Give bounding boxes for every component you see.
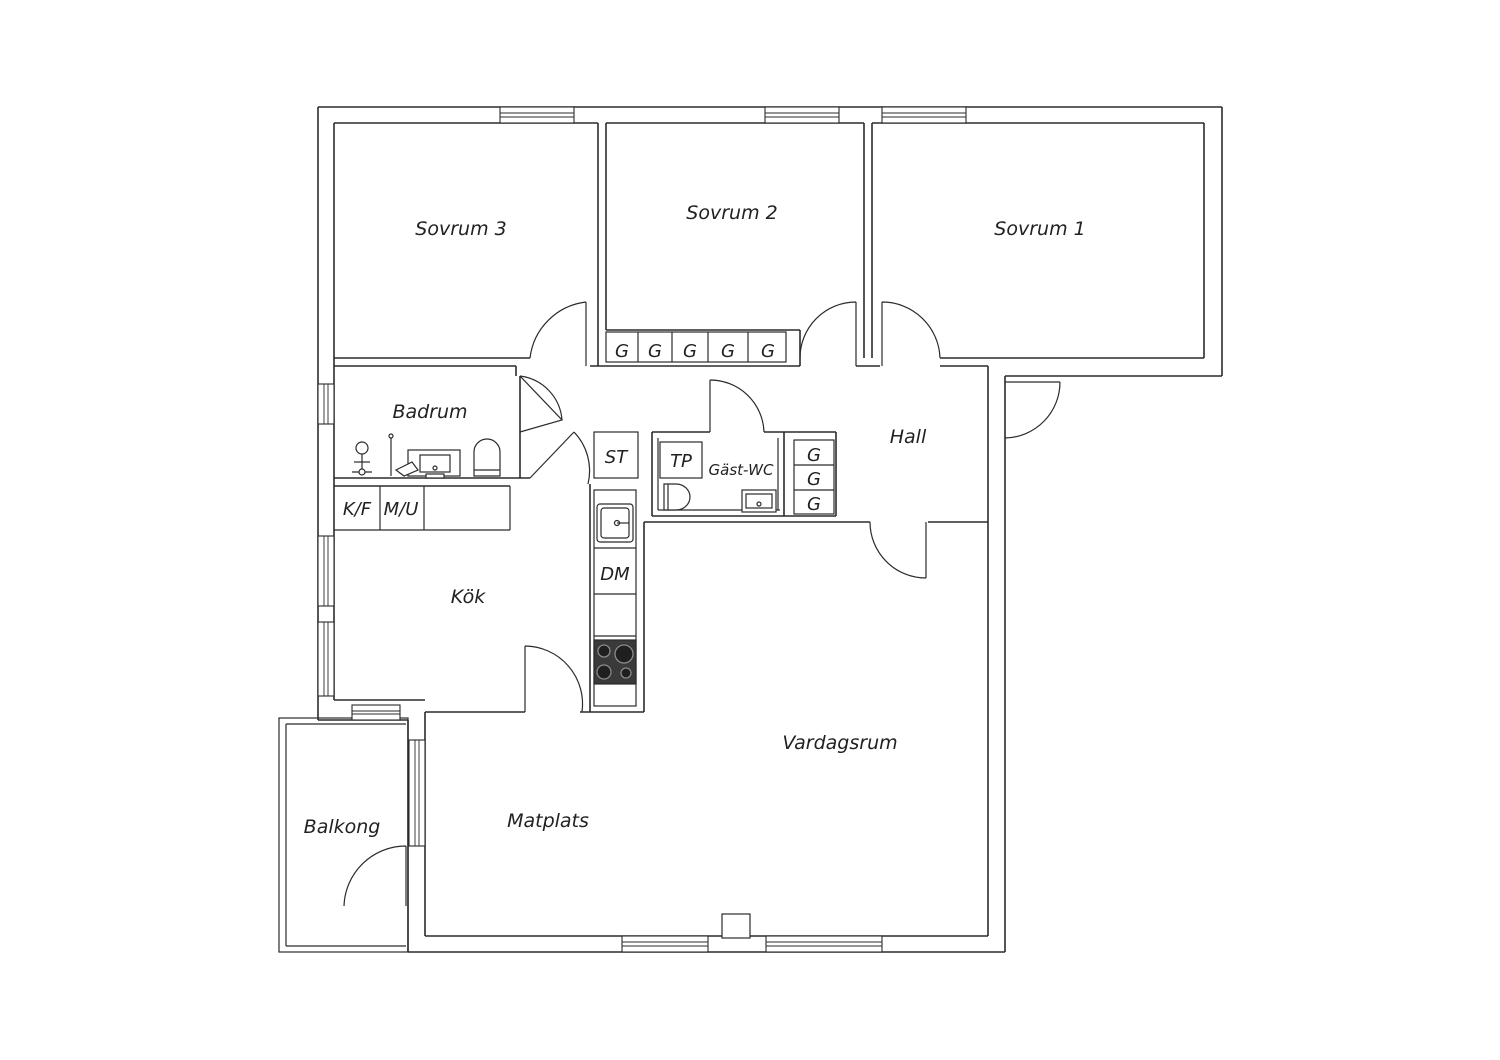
storage-label: ST <box>605 447 629 468</box>
wardrobe-label: G <box>807 445 821 466</box>
room-label-vardagsrum: Vardagsrum <box>782 732 897 754</box>
room-label-badrum: Badrum <box>392 401 467 423</box>
room-label-sovrum-3: Sovrum 3 <box>415 218 506 240</box>
room-label-hall: Hall <box>890 426 927 448</box>
bathroom-fixtures <box>352 433 501 479</box>
tp-label: TP <box>670 451 692 472</box>
room-label-sovrum-1: Sovrum 1 <box>994 218 1085 240</box>
wardrobe-label: G <box>761 341 775 362</box>
kitchen-counter: DM <box>593 489 637 707</box>
kf-label: K/F <box>343 499 372 520</box>
storage-st: ST <box>593 431 639 479</box>
wardrobe-label: G <box>648 341 662 362</box>
wardrobe-label: G <box>807 469 821 490</box>
room-label-balkong: Balkong <box>304 816 381 838</box>
room-labels: Sovrum 3 Sovrum 2 Sovrum 1 Badrum Hall G… <box>304 202 1086 838</box>
closet-labels: K/F M/U <box>343 499 419 520</box>
wardrobe-label: G <box>615 341 629 362</box>
dm-label: DM <box>600 564 630 585</box>
room-label-matplats: Matplats <box>507 810 589 832</box>
wardrobe-column-hall: G G G <box>793 439 835 515</box>
windows <box>317 106 967 953</box>
balcony <box>278 717 409 953</box>
mu-label: M/U <box>384 499 419 520</box>
wardrobe-row-top: G G G G G <box>605 331 787 363</box>
wardrobe-label: G <box>721 341 735 362</box>
wardrobe-label: G <box>683 341 697 362</box>
guest-wc-fixtures: TP <box>659 441 777 513</box>
room-label-kok: Kök <box>451 586 486 608</box>
doors <box>343 301 1061 907</box>
interior-walls <box>334 123 1204 713</box>
wardrobe-label: G <box>807 494 821 515</box>
room-label-gast-wc: Gäst-WC <box>709 461 774 479</box>
room-label-sovrum-2: Sovrum 2 <box>686 202 777 224</box>
